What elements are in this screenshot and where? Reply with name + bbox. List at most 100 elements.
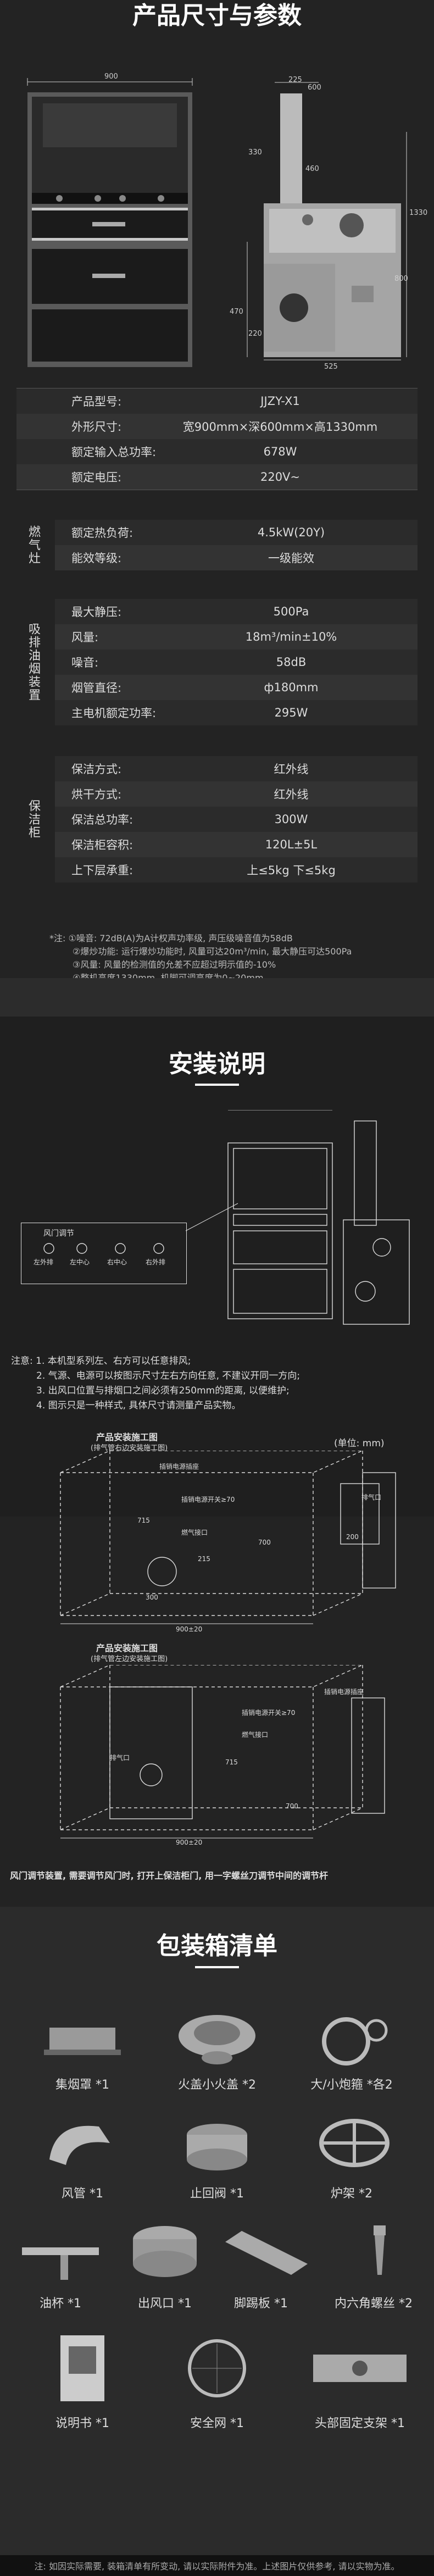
- spec-label: 保洁柜容积:: [71, 839, 133, 852]
- diagram2-label: 插销电源插座: [324, 1688, 364, 1696]
- specs-hood: 最大静压: 500Pa 风量: 18m³/min±10% 噪音: 58dB 烟管…: [55, 599, 418, 725]
- package-item-label: 头部固定支架 *1: [315, 2417, 405, 2430]
- spec-label: 最大静压:: [71, 606, 122, 619]
- spec-value: 500Pa: [273, 605, 309, 618]
- spec-value: 18m³/min±10%: [245, 630, 337, 643]
- package-item-clamp-image: [308, 2008, 396, 2069]
- package-item-net-image: [181, 2330, 253, 2407]
- package-item-label: 安全网 *1: [190, 2417, 244, 2430]
- spec-label: 风量:: [71, 631, 99, 644]
- valve-label: 左中心: [70, 1258, 90, 1266]
- diagram1-label: 排气口: [361, 1494, 382, 1501]
- spec-value: 220V~: [260, 470, 301, 484]
- spec-label: 额定电压:: [71, 471, 122, 484]
- spec-row: 主电机额定功率: 295W: [55, 700, 418, 725]
- title-underline: [195, 1966, 239, 1968]
- spec-row: 额定输入总功率: 678W: [16, 439, 418, 464]
- install-note-line: 注意: 1. 本机型系列左、右方可以任意排风;: [11, 1356, 191, 1367]
- spec-label: 能效等级:: [71, 552, 122, 565]
- spec-label: 产品型号:: [71, 395, 122, 408]
- spec-row: 额定电压: 220V~: [16, 464, 418, 490]
- diagram2-title: 产品安装施工图: [96, 1643, 158, 1653]
- product-side-image: [242, 77, 418, 363]
- diagram2-label: 900±20: [176, 1839, 203, 1846]
- dim-side-460: 460: [305, 165, 319, 173]
- package-item-label: 说明书 *1: [55, 2417, 109, 2430]
- spec-row: 保洁方式: 红外线: [55, 756, 418, 781]
- diagram2-label: 插销电源开关≥70: [242, 1709, 296, 1717]
- spec-value: 红外线: [274, 763, 309, 776]
- diagram2-label: 700: [286, 1802, 298, 1810]
- dim-side-1330: 1330: [409, 209, 428, 217]
- spec-value: 300W: [274, 813, 308, 826]
- spec-value: 一级能效: [268, 552, 314, 565]
- spec-row: 上下层承重: 上≤5kg 下≤5kg: [55, 857, 418, 882]
- page-title-specs: 产品尺寸与参数: [132, 2, 302, 30]
- dim-side-800: 800: [394, 275, 408, 283]
- spec-value: 4.5kW(20Y): [257, 526, 325, 539]
- package-item-kickplate-image: [220, 2220, 313, 2286]
- valve-label: 右外排: [146, 1258, 166, 1266]
- spec-row: 能效等级: 一级能效: [55, 545, 418, 570]
- spec-value: 红外线: [274, 788, 309, 801]
- diagram2-label: 排气口: [110, 1754, 130, 1762]
- dim-side-225: 225: [288, 76, 302, 84]
- diagram1-title: 产品安装施工图: [96, 1432, 158, 1442]
- diagram1-label: 300: [146, 1594, 158, 1601]
- package-item-valve-image: [176, 2110, 258, 2176]
- diagram1-label: 900±20: [176, 1625, 203, 1633]
- note-line: ③风量: 风量的检测值的允差不应超过明示值的-10%: [73, 959, 276, 970]
- dim-side-525: 525: [324, 363, 338, 371]
- specs-cabinet: 保洁方式: 红外线 烘干方式: 红外线 保洁总功率: 300W 保洁柜容积: 1…: [55, 756, 418, 882]
- specs-hood-side: 吸排油烟装置: [26, 623, 40, 702]
- specs-stove: 额定热负荷: 4.5kW(20Y) 能效等级: 一级能效: [55, 520, 418, 570]
- install-note-line: 3. 出风口位置与排烟口之间必须有250mm的距离, 以便维护;: [36, 1385, 290, 1396]
- diagram2-drawing: [55, 1664, 412, 1841]
- dim-side-470: 470: [230, 308, 243, 316]
- valve-label: 左外排: [34, 1258, 54, 1266]
- spec-label: 主电机额定功率:: [71, 707, 157, 720]
- package-footer-note: 注: 如因实际需要, 装箱清单有所变动, 请以实际附件为准。上述图片仅供参考, …: [0, 2555, 434, 2576]
- diagram1-label: 燃气接口: [181, 1529, 208, 1536]
- spec-value: JJZY-X1: [260, 395, 300, 408]
- adjust-note: 风门调节装置, 需要调节风门时, 打开上保洁柜门, 用一字螺丝刀调节中间的调节杆: [10, 1870, 328, 1881]
- package-item-label: 火盖小火盖 *2: [178, 2078, 256, 2092]
- spec-label: 烘干方式:: [71, 788, 122, 801]
- spec-label: 保洁方式:: [71, 763, 122, 776]
- package-item-label: 炉架 *2: [331, 2187, 372, 2201]
- package-item-label: 出风口 *1: [138, 2297, 192, 2311]
- section-divider: [0, 978, 434, 1017]
- spec-label: 烟管直径:: [71, 681, 122, 695]
- spec-label: 额定热负荷:: [71, 526, 133, 540]
- package-section: [0, 1907, 434, 2555]
- spec-label: 额定输入总功率:: [71, 446, 157, 459]
- spec-label: 噪音:: [71, 656, 99, 669]
- diagram2-subtitle: (排气管左边安装施工图): [91, 1655, 168, 1663]
- specs-cabinet-side: 保洁柜: [26, 800, 40, 839]
- package-item-label: 大/小炮箍 *各2: [310, 2078, 393, 2092]
- package-item-screw-image: [341, 2214, 418, 2286]
- spec-row: 外形尺寸: 宽900mm×深600mm×高1330mm: [16, 414, 418, 439]
- spec-row: 保洁柜容积: 120L±5L: [55, 832, 418, 857]
- front-dimension-line: [22, 77, 198, 87]
- valve-knobs: [32, 1242, 175, 1255]
- dim-side-330: 330: [248, 148, 262, 157]
- spec-row: 最大静压: 500Pa: [55, 599, 418, 624]
- package-item-duct-image: [38, 2110, 126, 2176]
- install-note-line: 2. 气源、电源可以按图示尺寸左右方向任意, 不建议开同一方向;: [36, 1370, 301, 1381]
- spec-label: 上下层承重:: [71, 864, 133, 877]
- spec-label: 外形尺寸:: [71, 420, 122, 434]
- package-item-outlet-image: [124, 2214, 206, 2286]
- diagram1-subtitle: (排气管右边安装施工图): [91, 1444, 168, 1452]
- package-item-oilcup-image: [11, 2220, 110, 2286]
- package-item-hood-image: [38, 2011, 126, 2072]
- diagram1-label: 插销电源开关≥70: [181, 1496, 235, 1503]
- diagram1-label: 700: [258, 1539, 271, 1546]
- valve-panel-title: 风门调节: [43, 1229, 74, 1238]
- package-item-label: 集烟罩 *1: [55, 2078, 109, 2092]
- install-section: [0, 989, 434, 1517]
- package-item-burner-image: [170, 2006, 264, 2072]
- diagram2-label: 燃气接口: [242, 1731, 269, 1739]
- dim-front-width: 900: [104, 73, 118, 81]
- spec-row: 烘干方式: 红外线: [55, 781, 418, 807]
